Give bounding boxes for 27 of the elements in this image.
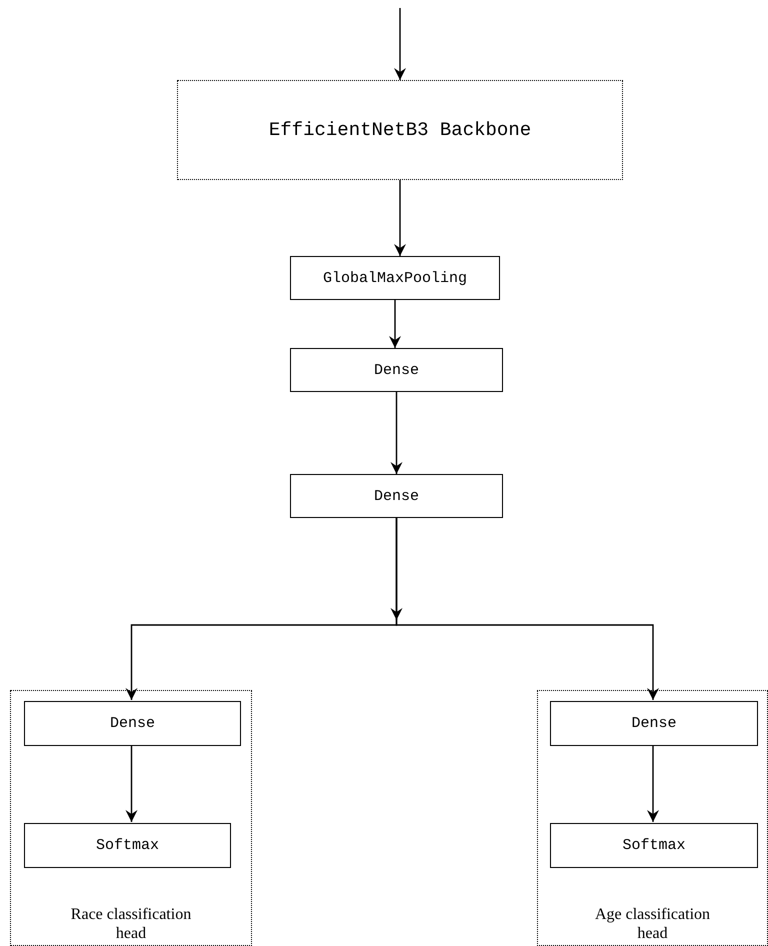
- layer-label: Softmax: [622, 837, 686, 854]
- layer-box: [550, 823, 758, 868]
- arrow: [647, 745, 659, 822]
- arrow: [126, 745, 138, 822]
- layer-box: [24, 701, 241, 746]
- layer-label: GlobalMaxPooling: [322, 270, 468, 286]
- arrow: [394, 8, 406, 80]
- layer-box: [24, 823, 231, 868]
- layer-label: Dense: [110, 715, 155, 732]
- layer-box: [290, 256, 500, 300]
- arrow: [390, 392, 402, 474]
- layer-label: Dense: [631, 715, 676, 732]
- layer-box: [290, 474, 503, 518]
- layer-label: Dense: [374, 488, 419, 504]
- group-box: [10, 690, 252, 946]
- layer-box: [550, 701, 758, 746]
- group-caption: Race classification head: [70, 906, 192, 943]
- group-box: [537, 690, 768, 946]
- layer-label: EfficientNetB3 Backbone: [268, 119, 532, 141]
- arrow: [396, 518, 659, 700]
- layer-label: Softmax: [96, 837, 159, 854]
- arrow: [389, 300, 401, 348]
- layer-box: [290, 348, 503, 392]
- arrow: [394, 180, 406, 256]
- group-box: [177, 80, 623, 180]
- layer-label: Dense: [374, 362, 419, 378]
- group-caption: Age classification head: [594, 906, 712, 943]
